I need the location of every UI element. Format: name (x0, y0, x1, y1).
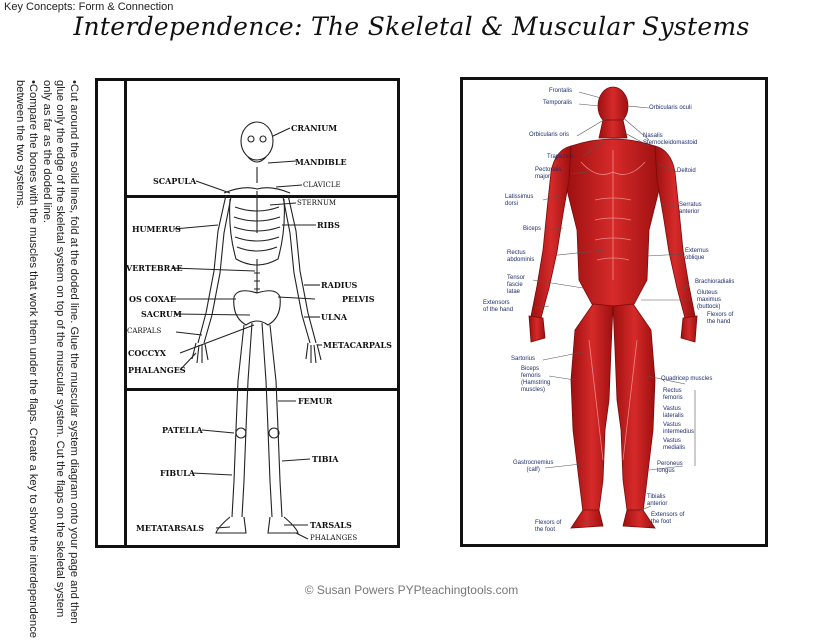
label-radius: RADIUS (321, 280, 358, 290)
label-scapula: SCAPULA (153, 176, 197, 186)
skeletal-system-panel: CRANIUM MANDIBLE SCAPULA CLAVICLE STERNU… (95, 78, 400, 548)
copyright-footer: © Susan Powers PYPteachingtools.com (304, 583, 519, 597)
label-mandible: MANDIBLE (295, 157, 347, 167)
label-ribs: RIBS (317, 220, 340, 230)
label-temporalis: Temporalis (543, 100, 573, 106)
label-metatarsals: METATARSALS (136, 523, 204, 533)
label-tibia: TIBIA (312, 454, 339, 464)
label-clavicle: CLAVICLE (303, 181, 341, 189)
label-trapezius: Trapezius (547, 154, 574, 160)
label-sartorius: Sartorius (511, 356, 536, 362)
skeleton-drawing (171, 121, 322, 540)
label-brachioradialis: Brachioradialis (695, 279, 735, 285)
label-tarsals: TARSALS (310, 520, 352, 530)
muscle-drawing (528, 86, 698, 529)
label-os-coxae: OS COXAE (129, 294, 176, 304)
label-pelvis: PELVIS (342, 294, 375, 304)
label-ulna: ULNA (321, 312, 348, 322)
page-title: Interdependence: The Skeletal & Muscular… (73, 12, 750, 41)
label-orbicularis-oculi: Orbicularis oculi (649, 105, 692, 111)
label-cranium: CRANIUM (291, 123, 338, 133)
flap-cut-line-1 (124, 195, 397, 198)
instruction-cut: •Cut around the solid lines, fold at the… (40, 80, 80, 624)
label-orbicularis-oris: Orbicularis oris (529, 132, 570, 138)
label-carpals: CARPALS (127, 327, 162, 335)
label-nasalis: Nasalis (643, 133, 663, 139)
label-patella: PATELLA (162, 425, 203, 435)
label-phalanges-hand: PHALANGES (128, 365, 186, 375)
fold-line (124, 81, 127, 545)
label-phalanges-foot: PHALANGES (310, 534, 358, 542)
label-fibula: FIBULA (160, 468, 195, 478)
label-humerus: HUMERUS (132, 224, 181, 234)
label-quadricep-muscles: Quadricep muscles (661, 376, 713, 382)
label-biceps: Biceps (523, 226, 542, 232)
muscular-system-panel: Frontalis Temporalis Orbicularis oculi O… (460, 77, 768, 547)
label-sternocleidomastoid: Sternocleidomastoid (643, 140, 698, 146)
label-deltoid: Deltoid (677, 168, 696, 174)
flap-cut-line-2 (124, 388, 397, 391)
instruction-compare: •Compare the bones with the muscles that… (13, 80, 40, 639)
key-concepts: Key Concepts: Form & Connection (4, 1, 174, 13)
label-sacrum: SACRUM (141, 309, 182, 319)
label-femur: FEMUR (298, 396, 333, 406)
label-gastrocnemius: Gastrocnemius(calf) (513, 460, 554, 473)
label-frontalis: Frontalis (549, 88, 573, 94)
label-vertebrae: VERTEBRAE (126, 263, 183, 273)
label-metacarpals: METACARPALS (323, 340, 392, 350)
instructions: •Cut around the solid lines, fold at the… (0, 80, 80, 640)
label-sternum: STERNUM (297, 199, 337, 207)
label-coccyx: COCCYX (128, 348, 166, 358)
